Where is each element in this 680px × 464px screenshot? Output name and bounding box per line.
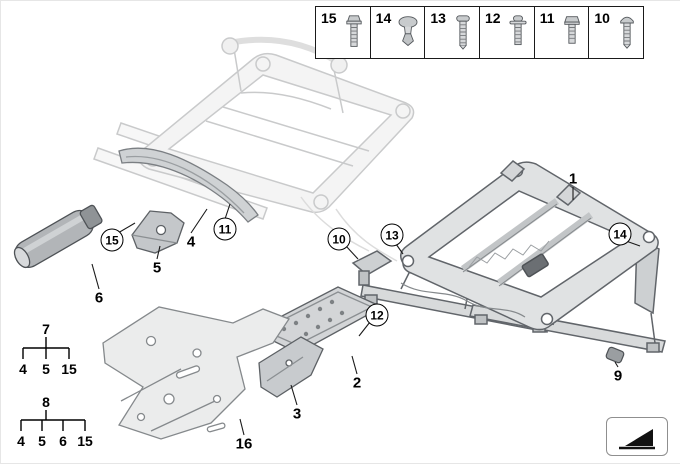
tree-child-4b: 4 xyxy=(17,433,25,449)
fastener-item-15[interactable]: 15 xyxy=(316,7,371,58)
drive-unit-part-6 xyxy=(13,204,103,269)
callout-circled-11[interactable]: 11 xyxy=(213,217,237,241)
seat-frame-part-1 xyxy=(351,160,666,353)
fastener-number: 14 xyxy=(375,10,392,26)
fastener-item-11[interactable]: 11 xyxy=(534,7,590,58)
nav-thumbnail-button[interactable] xyxy=(606,417,668,456)
expanding-rivet-icon xyxy=(398,16,418,47)
tree-child-5b: 5 xyxy=(38,433,46,449)
pan-head-screw-icon xyxy=(456,15,470,50)
hex-bolt-icon xyxy=(564,16,581,44)
callout-9[interactable]: 9 xyxy=(613,367,623,385)
next-diagram-arrow-icon xyxy=(619,428,655,449)
tree-child-15: 15 xyxy=(61,361,77,377)
fastener-strip: 15 14 13 12 xyxy=(315,6,644,59)
callout-3[interactable]: 3 xyxy=(292,405,302,423)
carrier-panel-part-16 xyxy=(102,306,290,440)
tree-child-5: 5 xyxy=(42,361,50,377)
callout-5[interactable]: 5 xyxy=(152,259,162,277)
tree-child-4: 4 xyxy=(19,361,27,377)
callout-circled-13[interactable]: 13 xyxy=(380,223,404,247)
legend-tree-brackets xyxy=(20,337,86,431)
hex-flange-bolt-icon xyxy=(346,15,362,47)
trim-strip-part-4 xyxy=(118,147,259,223)
fastener-number: 15 xyxy=(321,10,337,26)
callout-circled-15[interactable]: 15 xyxy=(100,228,124,252)
callout-6[interactable]: 6 xyxy=(94,289,104,307)
fastener-item-10[interactable]: 10 xyxy=(589,7,644,58)
tree-child-6b: 6 xyxy=(59,433,67,449)
callout-circled-14[interactable]: 14 xyxy=(608,222,632,246)
bracket-part-3 xyxy=(258,336,324,398)
callout-circled-12[interactable]: 12 xyxy=(365,303,389,327)
tree-parent-8: 8 xyxy=(42,394,50,410)
oval-head-screw-icon xyxy=(620,16,634,49)
fastener-number: 13 xyxy=(430,10,446,26)
fastener-item-13[interactable]: 13 xyxy=(425,7,481,58)
leader-lines xyxy=(91,187,641,436)
callout-2[interactable]: 2 xyxy=(352,374,362,392)
washer-head-screw-icon xyxy=(509,15,527,46)
callout-16[interactable]: 16 xyxy=(235,435,253,453)
callout-circled-10[interactable]: 10 xyxy=(327,227,351,251)
callout-1[interactable]: 1 xyxy=(568,170,578,188)
fastener-item-12[interactable]: 12 xyxy=(480,7,535,58)
bracket-part-5 xyxy=(131,210,185,254)
callout-4[interactable]: 4 xyxy=(186,233,196,251)
fastener-number: 11 xyxy=(539,10,555,26)
tree-parent-7: 7 xyxy=(42,321,50,337)
clip-part-9 xyxy=(605,346,625,364)
tree-child-15b: 15 xyxy=(77,433,93,449)
fastener-number: 12 xyxy=(485,10,501,26)
fastener-number: 10 xyxy=(594,10,610,26)
fastener-item-14[interactable]: 14 xyxy=(370,7,426,58)
